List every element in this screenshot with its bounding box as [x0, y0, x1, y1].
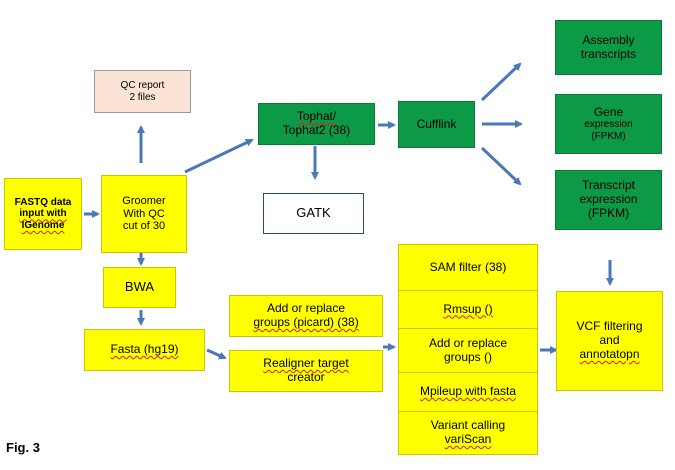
node-assembly-line1: Assembly [582, 32, 635, 47]
node-vcf-line2: and [599, 333, 620, 348]
node-variant-calling: Variant calling variScan [398, 411, 538, 455]
node-variant-line2: variScan [444, 432, 492, 446]
node-fastq-input: FASTQ data input with IGenome [4, 178, 82, 250]
node-vcf-filtering: VCF filtering and annotatopn [556, 291, 663, 391]
node-rmsup-label: Rmsup () [443, 301, 493, 316]
node-gatk: GATK [263, 193, 364, 234]
arrow-fasta-to-realigner [206, 348, 227, 360]
node-variant-line1: Variant calling [430, 418, 506, 433]
node-mpileup: Mpileup with fasta [398, 372, 538, 412]
node-assembly-line2: transcripts [580, 46, 637, 61]
node-rmsup: Rmsup () [398, 290, 538, 329]
node-add-replace-groups: Add or replace groups () [398, 328, 538, 373]
node-tophat: Tophat/ Tophat2 (38) [258, 103, 375, 145]
node-realigner-line1: Realigner target [263, 356, 349, 371]
node-sam-filter-label: SAM filter (38) [429, 259, 507, 274]
node-add-replace2-line2: groups () [443, 349, 493, 364]
node-groomer: Groomer With QC cut of 30 [101, 175, 187, 253]
node-qc-line1: QC report [120, 80, 165, 91]
node-qc-report: QC report 2 files [94, 70, 191, 113]
node-fastq-line3: IGenome [21, 219, 65, 231]
node-sam-filter: SAM filter (38) [398, 244, 538, 291]
node-vcf-line3: annotatopn [579, 346, 640, 361]
node-realigner: Realigner target creator [229, 350, 383, 392]
node-realigner-line2: creator [287, 370, 325, 384]
node-fasta: Fasta (hg19) [84, 329, 205, 371]
node-vcf-line1: VCF filtering [576, 319, 643, 334]
node-bwa-label: BWA [124, 279, 155, 295]
node-assembly-transcripts: Assembly transcripts [555, 20, 662, 75]
node-add-replace-line2: groups (picard) (38) [253, 315, 359, 329]
arrow-cufflink-to-assembly [480, 62, 522, 102]
node-mpileup-label: Mpileup with fasta [419, 384, 517, 399]
node-gene-line1: Gene [593, 104, 624, 119]
node-add-replace-groups-picard: Add or replace groups (picard) (38) [229, 295, 383, 337]
node-transcript-line3: (FPKM) [587, 205, 630, 220]
node-gene-line2: expression [584, 119, 633, 131]
node-groomer-line1: Groomer [122, 195, 166, 208]
node-cufflink: Cufflink [398, 101, 475, 148]
node-fasta-label: Fasta (hg19) [110, 342, 179, 357]
node-groomer-line2: With QC [123, 207, 165, 220]
node-gatk-label: GATK [296, 205, 331, 221]
node-fastq-line2: input with [19, 208, 67, 220]
node-cufflink-label: Cufflink [416, 116, 457, 131]
node-qc-line2: 2 files [129, 91, 156, 103]
node-transcript-expression: Transcript expression (FPKM) [555, 170, 662, 230]
node-gene-line3: (FPKM) [591, 130, 626, 142]
arrow-cufflink-to-transcript [480, 146, 522, 186]
node-add-replace2-line1: Add or replace [428, 335, 508, 350]
node-tophat-line2: Tophat2 (38) [282, 123, 351, 137]
node-transcript-line2: expression [579, 192, 638, 207]
node-transcript-line1: Transcript [582, 178, 635, 193]
node-add-replace-line1: Add or replace [266, 301, 346, 316]
node-gene-expression: Gene expression (FPKM) [555, 94, 662, 154]
node-bwa: BWA [103, 267, 176, 308]
node-groomer-line3: cut of 30 [122, 220, 166, 233]
figure-caption: Fig. 3 [6, 440, 40, 455]
arrow-groomer-to-tophat [184, 138, 254, 174]
node-tophat-line1: Tophat/ [296, 109, 337, 124]
node-fastq-line1: FASTQ data [14, 196, 72, 208]
